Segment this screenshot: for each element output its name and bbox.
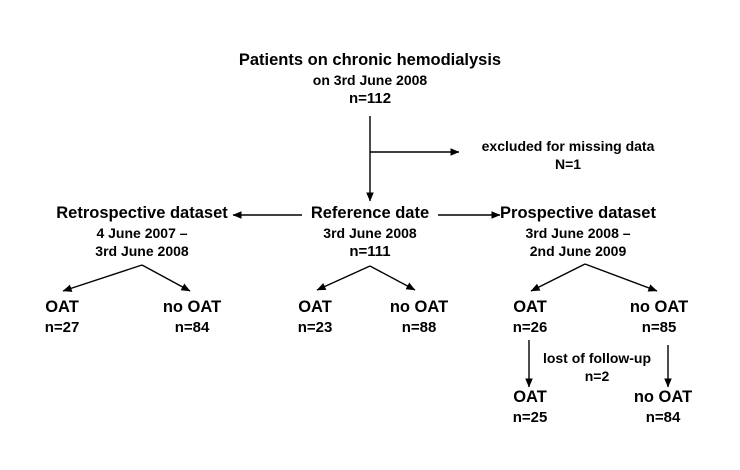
reference-no-oat-label: no OAT	[389, 298, 449, 316]
final-oat-count: n=25	[512, 409, 548, 426]
node-reference-oat: OAT n=23	[298, 297, 333, 337]
node-retrospective: Retrospective dataset 4 June 2007 – 3rd …	[56, 203, 228, 260]
retro-no-oat-count: n=84	[174, 319, 210, 336]
prospective-date1: 3rd June 2008 –	[525, 225, 631, 241]
followup-label: lost of follow-up	[542, 350, 652, 366]
node-prospective-no-oat: no OAT n=85	[630, 297, 688, 337]
node-reference: Reference date 3rd June 2008 n=111	[311, 203, 429, 261]
final-no-oat-label: no OAT	[633, 388, 693, 406]
followup-note: lost of follow-up n=2	[543, 349, 651, 385]
node-reference-no-oat: no OAT n=88	[390, 297, 448, 337]
followup-count: n=2	[584, 368, 610, 384]
retro-oat-label: OAT	[45, 298, 79, 316]
reference-oat-count: n=23	[297, 319, 333, 336]
node-prospective: Prospective dataset 3rd June 2008 – 2nd …	[500, 203, 656, 260]
prospective-date2: 2nd June 2009	[529, 243, 627, 259]
final-oat-label: OAT	[513, 388, 547, 406]
arrow-prospective-to-no-oat	[584, 263, 658, 292]
excluded-count: N=1	[554, 156, 582, 172]
node-final-no-oat: no OAT n=84	[634, 387, 692, 427]
prospective-no-oat-count: n=85	[641, 319, 677, 336]
reference-count: n=111	[349, 243, 391, 260]
arrow-retro-to-no-oat	[141, 264, 191, 292]
retrospective-date2: 3rd June 2008	[95, 243, 189, 259]
node-final-oat: OAT n=25	[513, 387, 548, 427]
node-retro-no-oat: no OAT n=84	[163, 297, 221, 337]
root-node: Patients on chronic hemodialysis on 3rd …	[239, 50, 501, 108]
retro-oat-count: n=27	[44, 319, 80, 336]
arrow-reference-to-no-oat	[369, 265, 416, 291]
arrow-retro-to-oat	[62, 264, 143, 292]
root-title: Patients on chronic hemodialysis	[238, 51, 502, 69]
reference-oat-label: OAT	[298, 298, 332, 316]
reference-title: Reference date	[310, 204, 430, 222]
arrow-reference-to-oat	[316, 265, 371, 291]
prospective-no-oat-label: no OAT	[629, 298, 689, 316]
final-no-oat-count: n=84	[645, 409, 681, 426]
reference-no-oat-count: n=88	[401, 319, 437, 336]
prospective-title: Prospective dataset	[500, 204, 656, 222]
excluded-note: excluded for missing data N=1	[482, 137, 655, 173]
node-retro-oat: OAT n=27	[45, 297, 80, 337]
prospective-oat-count: n=26	[512, 319, 548, 336]
retrospective-title: Retrospective dataset	[56, 204, 228, 222]
excluded-label: excluded for missing data	[481, 138, 655, 154]
retrospective-date1: 4 June 2007 –	[96, 225, 188, 241]
retro-no-oat-label: no OAT	[162, 298, 222, 316]
root-count: n=112	[348, 90, 392, 107]
node-prospective-oat: OAT n=26	[513, 297, 548, 337]
prospective-oat-label: OAT	[513, 298, 547, 316]
arrow-prospective-to-oat	[530, 263, 586, 292]
reference-date: 3rd June 2008	[323, 225, 417, 241]
root-subtitle: on 3rd June 2008	[312, 72, 428, 88]
